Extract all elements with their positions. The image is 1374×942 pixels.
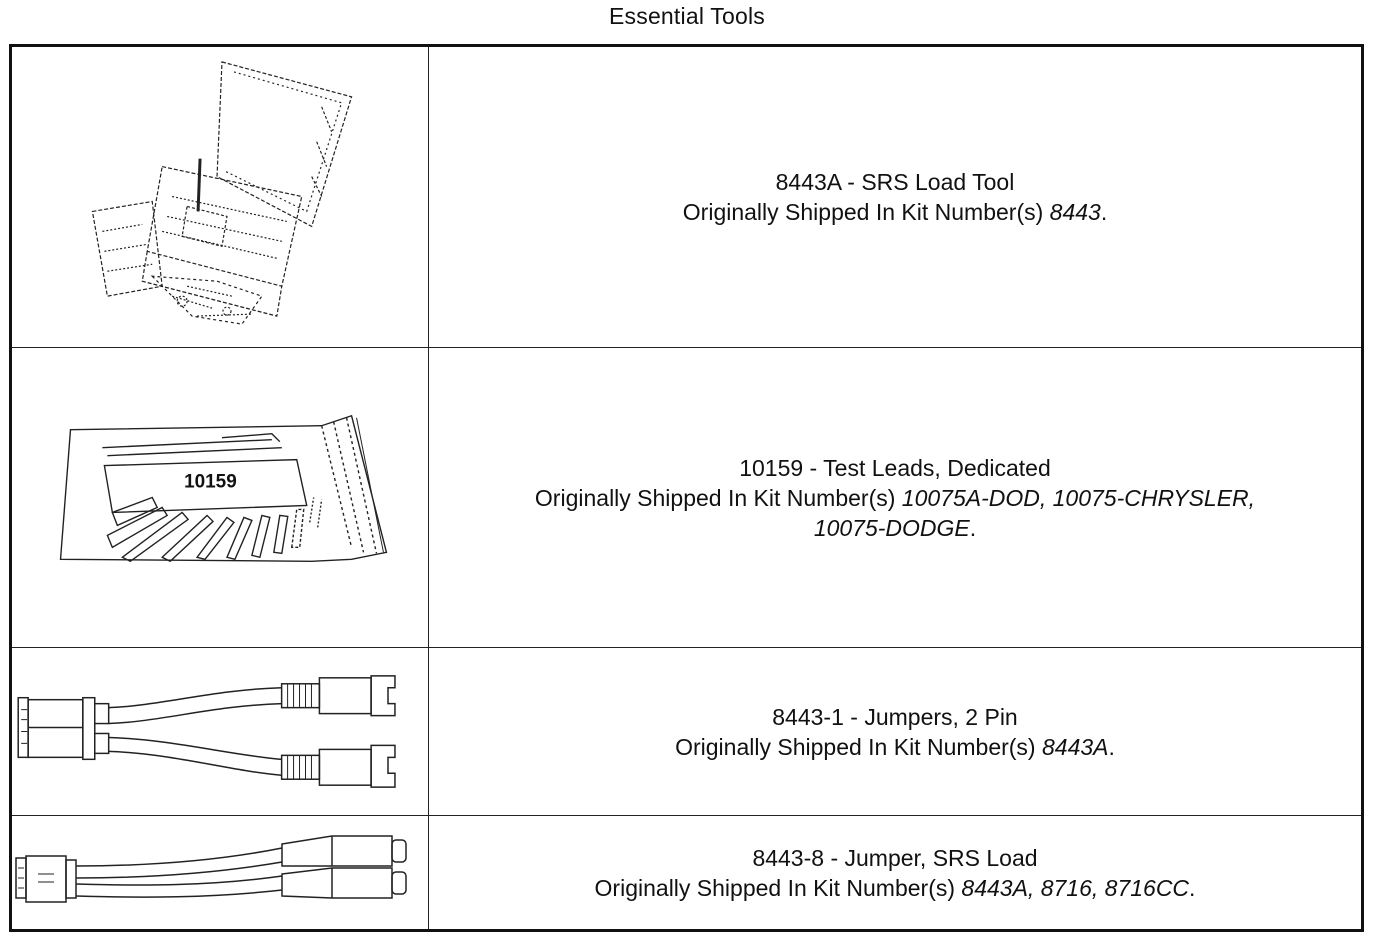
tool-row-8443-8: 8443-8 - Jumper, SRS Load Originally Shi… [12,816,1361,929]
kit-suffix: . [1189,874,1196,901]
tool-name: 8443-1 - Jumpers, 2 Pin [772,703,1018,730]
srs-load-tool-kit-illustration [91,61,353,325]
tool-image-cell [12,648,429,815]
tool-image-cell [12,816,429,929]
kit-numbers: 10075A-DOD, 10075-CHRYSLER, [901,484,1256,511]
kit-numbers: 8443A, 8716, 8716CC [961,874,1190,901]
kit-numbers: 8443 [1049,199,1101,225]
figure-label: 10159 [184,472,237,493]
kit-prefix: Originally Shipped In Kit Number(s) [675,733,1036,760]
kit-prefix: Originally Shipped In Kit Number(s) [534,484,896,511]
kit-numbers-continued: 10075-DODGE. [814,513,976,543]
tool-row-10159: 10159 10159 - Test Leads, Dedicated Orig… [12,348,1361,648]
test-leads-bag-illustration: 10159 [59,414,388,563]
page-title: Essential Tools [609,3,765,29]
kit-suffix: . [1108,733,1115,760]
tool-name: 10159 - Test Leads, Dedicated [739,454,1051,481]
kit-numbers: 10075-DODGE [813,514,970,541]
kit-numbers-line: Originally Shipped In Kit Number(s) 8443… [683,197,1107,227]
tool-description-cell: 8443A - SRS Load Tool Originally Shipped… [429,47,1361,347]
kit-numbers-line: Originally Shipped In Kit Number(s) 1007… [535,483,1255,513]
tool-description-cell: 8443-1 - Jumpers, 2 Pin Originally Shipp… [429,648,1361,815]
srs-load-jumper-illustration [15,835,407,903]
tool-name: 8443-8 - Jumper, SRS Load [752,844,1038,871]
tool-description-cell: 8443-8 - Jumper, SRS Load Originally Shi… [429,816,1361,929]
kit-prefix: Originally Shipped In Kit Number(s) [594,874,956,901]
tool-description-cell: 10159 - Test Leads, Dedicated Originally… [429,348,1361,647]
kit-numbers: 8443A [1041,733,1109,760]
tool-image-cell [12,47,429,347]
kit-numbers-line: Originally Shipped In Kit Number(s) 8443… [595,873,1196,903]
two-pin-jumper-illustration [17,675,396,788]
kit-numbers-line: Originally Shipped In Kit Number(s) 8443… [675,732,1115,762]
kit-prefix: Originally Shipped In Kit Number(s) [682,199,1044,225]
kit-suffix: . [1100,199,1108,225]
kit-suffix: . [969,514,977,541]
tool-image-cell: 10159 [12,348,429,647]
tool-row-8443-1: 8443-1 - Jumpers, 2 Pin Originally Shipp… [12,648,1361,816]
tool-row-8443a: 8443A - SRS Load Tool Originally Shipped… [12,47,1361,348]
tool-name: 8443A - SRS Load Tool [775,169,1015,195]
essential-tools-table: 8443A - SRS Load Tool Originally Shipped… [9,44,1364,932]
